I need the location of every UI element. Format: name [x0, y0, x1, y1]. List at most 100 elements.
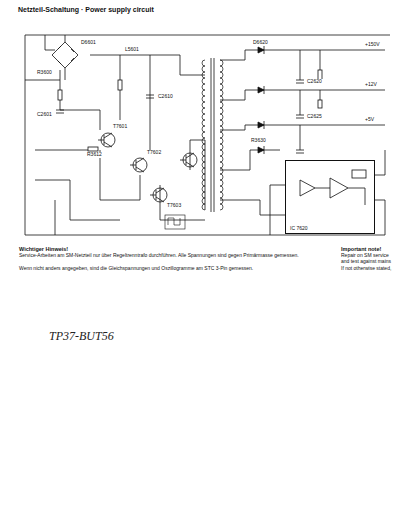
transformer-winding — [220, 168, 223, 174]
transformer-winding — [202, 198, 205, 204]
ic-internals — [300, 178, 365, 205]
diagram-title: Netzteil-Schaltung · Power supply circui… — [18, 6, 154, 13]
transformer-winding — [202, 126, 205, 132]
transformer-winding — [202, 168, 205, 174]
note-text: Wenn nicht anders angegeben, sind die Gl… — [18, 266, 380, 272]
component-label: D6620 — [252, 40, 269, 46]
transformer-winding — [220, 72, 223, 78]
transformer-winding — [220, 150, 223, 156]
wiring — [25, 35, 390, 235]
transformer-winding — [202, 192, 205, 198]
component-label: C2601 — [36, 112, 53, 118]
component-label: T7601 — [112, 124, 128, 130]
transformer-winding — [202, 120, 205, 126]
transformer-winding — [202, 84, 205, 90]
transformer — [211, 58, 214, 212]
transformer-winding — [202, 114, 205, 120]
transformer-winding — [202, 60, 205, 66]
capacitor-symbol — [58, 90, 62, 100]
transformer-winding — [220, 180, 223, 186]
transformer-winding — [220, 126, 223, 132]
transformer-winding — [220, 174, 223, 180]
waveform-box — [165, 215, 185, 229]
bridge-rectifier — [52, 35, 78, 80]
transformer-winding — [202, 60, 223, 210]
transistor-symbol — [130, 158, 144, 172]
transformer-winding — [220, 114, 223, 120]
ic-internals — [352, 170, 366, 178]
transformer-winding — [220, 60, 223, 66]
note-heading: Important note! — [340, 246, 382, 252]
transformer-winding — [220, 102, 223, 108]
wiring — [90, 55, 205, 150]
transformer-winding — [220, 138, 223, 144]
voltage-label: +150V — [364, 42, 381, 48]
capacitor-symbol — [118, 80, 122, 90]
capacitor-symbol — [88, 147, 98, 151]
transformer-winding — [220, 204, 223, 210]
transformer-winding — [202, 138, 205, 144]
transformer-winding — [202, 108, 205, 114]
transformer-winding — [202, 102, 205, 108]
component-label: L5601 — [124, 47, 140, 53]
transformer-winding — [220, 96, 223, 102]
transformer-winding — [220, 144, 223, 150]
component-label: D6601 — [80, 40, 97, 46]
wiring — [35, 150, 120, 235]
capacitor-symbol — [56, 80, 304, 153]
note-text: Repair on SM service — [340, 253, 390, 259]
transistor-symbol — [98, 133, 112, 147]
transformer-winding — [202, 72, 205, 78]
ic-internals — [300, 170, 366, 205]
transformer-winding — [202, 162, 205, 168]
wiring — [300, 50, 385, 150]
transformer-winding — [220, 132, 223, 138]
component-label: C2620 — [306, 79, 323, 85]
waveform-box — [168, 218, 180, 225]
bridge-rectifier — [58, 46, 74, 64]
transformer-winding — [202, 78, 205, 84]
wiring — [25, 35, 60, 110]
transformer-winding — [220, 84, 223, 90]
voltage-label: +5V — [364, 117, 375, 123]
transformer-winding — [202, 204, 205, 210]
diode-symbol — [258, 46, 264, 54]
transformer — [211, 58, 214, 212]
capacitor-symbol — [56, 70, 322, 153]
transformer-winding — [202, 132, 205, 138]
component-label: R3600 — [36, 70, 53, 76]
ic-box: IC 7620 — [285, 160, 375, 234]
component-label: C2625 — [306, 114, 323, 120]
transformer-winding — [202, 96, 205, 102]
diode-symbol — [258, 146, 264, 154]
component-label: T7602 — [146, 150, 162, 156]
wiring — [160, 140, 205, 220]
note-heading: Wichtiger Hinweis! — [18, 246, 69, 252]
transformer-winding — [202, 180, 205, 186]
handwritten-note: TP37-BUT56 — [48, 330, 115, 343]
transformer-winding — [202, 144, 205, 150]
transformer-winding — [202, 174, 205, 180]
transformer-winding — [220, 108, 223, 114]
transistor-symbol — [180, 153, 194, 167]
ic-label: IC 7620 — [289, 225, 309, 231]
note-text: Service-Arbeiten am SM-Netzteil nur über… — [18, 253, 380, 259]
transformer-winding — [220, 156, 223, 162]
waveform-box — [165, 215, 185, 229]
transformer-winding — [220, 66, 223, 72]
note-text: If not otherwise stated, — [340, 266, 392, 272]
wiring — [60, 110, 140, 200]
bridge-rectifier — [52, 35, 78, 80]
transformer-winding — [202, 150, 205, 156]
transformer-winding — [202, 66, 205, 72]
transformer-winding — [220, 186, 223, 192]
transformer-winding — [220, 198, 223, 204]
diode-symbol — [258, 86, 264, 94]
component-label: R3612 — [86, 152, 103, 158]
component-label: R3630 — [250, 138, 267, 144]
transistor-symbol — [98, 133, 197, 202]
voltage-label: +12V — [364, 82, 378, 88]
transformer-winding — [220, 162, 223, 168]
transformer-winding — [202, 90, 205, 96]
capacitor-symbol — [318, 100, 322, 108]
